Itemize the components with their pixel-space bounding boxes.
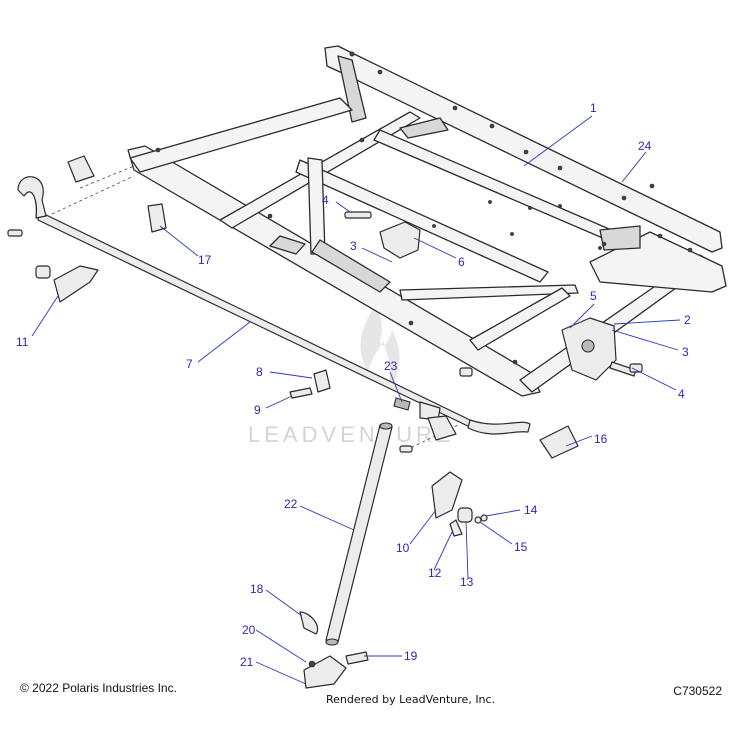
callout-8: 8 — [256, 365, 263, 379]
small-parts — [7, 155, 643, 689]
callout-6: 6 — [458, 255, 465, 269]
callout-17: 17 — [198, 253, 212, 267]
copyright-text: © 2022 Polaris Industries Inc. — [20, 681, 177, 695]
callout-5: 5 — [590, 289, 597, 303]
callout-12: 12 — [428, 566, 442, 580]
callout-3b: 3 — [682, 345, 689, 359]
callout-18: 18 — [250, 582, 264, 596]
diagram-code: C730522 — [673, 684, 722, 698]
callout-3a: 3 — [350, 239, 357, 253]
watermark-text: LEADVENTURE — [248, 422, 455, 447]
callout-4b: 4 — [678, 387, 685, 401]
callout-24: 24 — [638, 139, 652, 153]
callout-19: 19 — [404, 649, 418, 663]
flame-logo-icon — [360, 305, 400, 392]
callout-23: 23 — [384, 359, 398, 373]
leadventure-watermark: LEADVENTURE — [248, 305, 455, 447]
callout-10: 10 — [396, 541, 410, 555]
callout-13: 13 — [460, 575, 474, 589]
callout-22: 22 — [284, 497, 298, 511]
rendered-by-text: Rendered by LeadVenture, Inc. — [326, 693, 496, 706]
support-strut — [325, 422, 393, 646]
callout-21: 21 — [240, 655, 254, 669]
callout-1: 1 — [590, 101, 597, 115]
callout-2: 2 — [684, 313, 691, 327]
callout-labels: 1 24 4 3 6 17 11 7 5 2 3 4 8 9 23 16 22 … — [16, 101, 691, 669]
callout-4a: 4 — [322, 193, 329, 207]
callout-15: 15 — [514, 540, 528, 554]
callout-16: 16 — [594, 432, 608, 446]
callout-7: 7 — [186, 357, 193, 371]
callout-14: 14 — [524, 503, 538, 517]
callout-11: 11 — [16, 335, 29, 349]
stabilizer-bar — [17, 176, 531, 435]
frame-assembly — [127, 45, 727, 397]
callout-20: 20 — [242, 623, 256, 637]
leader-lines — [31, 115, 681, 685]
callout-9: 9 — [254, 403, 261, 417]
